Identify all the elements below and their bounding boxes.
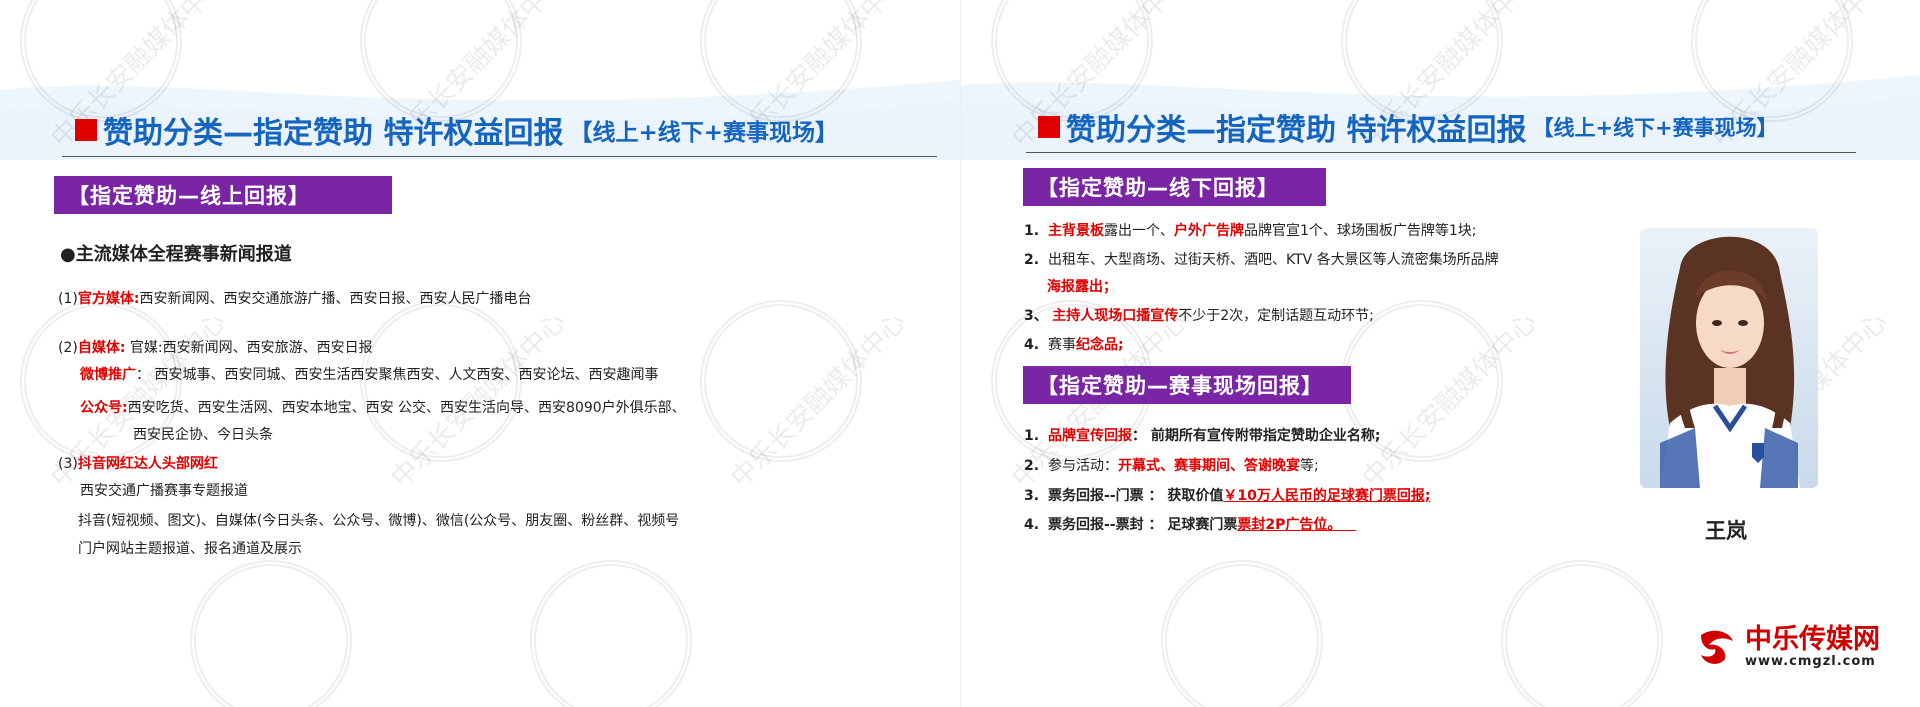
title-main: 赞助分类—指定赞助 特许权益回报 xyxy=(1066,113,1527,148)
line-wechat-accounts-2: 西安民企协、今日头条 xyxy=(133,427,273,443)
page-title: 赞助分类—指定赞助 特许权益回报 【线上+线下+赛事现场】 xyxy=(75,108,838,152)
title-main: 赞助分类—指定赞助 特许权益回报 xyxy=(103,116,564,151)
title-sub: 【线上+线下+赛事现场】 xyxy=(569,120,838,146)
line-douyin-3: 门户网站主题报道、报名通道及展示 xyxy=(78,541,302,557)
page-title: 赞助分类—指定赞助 特许权益回报 【线上+线下+赛事现场】 xyxy=(1038,105,1778,149)
logo-mark-icon xyxy=(1701,630,1733,664)
portrait-image xyxy=(1640,228,1818,488)
portrait-caption: 王岚 xyxy=(1705,519,1747,543)
logo-name: 中乐传媒网 xyxy=(1745,623,1880,655)
line-weibo: 微博推广： 西安城事、西安同城、西安生活西安聚焦西安、人文西安、西安论坛、西安趣… xyxy=(80,367,659,383)
onsite-item-4: 4. 票务回报--票封 ： 足球赛门票票封2P广告位。 xyxy=(1024,517,1342,533)
offline-item-2: 2. 出租车、大型商场、过街天桥、酒吧、KTV 各大景区等人流密集场所品牌 xyxy=(1024,252,1499,268)
logo-url: www.cmgzl.com xyxy=(1745,653,1876,669)
onsite-item-3: 3. 票务回报--门票 ： 获取价值￥10万人民币的足球赛门票回报; xyxy=(1024,488,1431,504)
brand-logo: 中乐传媒网 www.cmgzl.com xyxy=(1695,625,1880,669)
line-official-media: (1)官方媒体:西安新闻网、西安交通旅游广播、西安日报、西安人民广播电台 xyxy=(58,291,532,307)
onsite-item-2: 2. 参与活动：开幕式、赛事期间、答谢晚宴等; xyxy=(1024,458,1319,474)
line-douyin: (3)抖音网红达人头部网红 xyxy=(58,456,218,472)
section-offline: 【指定赞助—线下回报】 xyxy=(1023,168,1326,206)
offline-item-1: 1. 主背景板露出一个、户外广告牌品牌官宣1个、球场围板广告牌等1块; xyxy=(1024,223,1477,239)
title-divider xyxy=(1026,152,1856,153)
red-square-icon xyxy=(75,119,97,141)
line-douyin-1: 西安交通广播赛事专题报道 xyxy=(80,483,248,499)
line-wechat-accounts: 公众号:西安吃货、西安生活网、西安本地宝、西安 公交、西安生活向导、西安8090… xyxy=(80,400,686,416)
title-sub: 【线上+线下+赛事现场】 xyxy=(1532,116,1778,140)
red-square-icon xyxy=(1038,116,1060,138)
section-online: 【指定赞助—线上回报】 xyxy=(54,176,392,214)
offline-item-4: 4. 赛事纪念品; xyxy=(1024,337,1124,353)
title-divider xyxy=(62,156,937,157)
section-onsite: 【指定赞助—赛事现场回报】 xyxy=(1023,366,1351,404)
offline-item-2-cont: 海报露出； xyxy=(1047,279,1117,295)
heading-media: ●主流媒体全程赛事新闻报道 xyxy=(60,244,292,265)
line-self-media: (2)自媒体: 官媒:西安新闻网、西安旅游、西安日报 xyxy=(58,340,373,356)
line-douyin-2: 抖音(短视频、图文)、自媒体(今日头条、公众号、微博)、微信(公众号、朋友圈、粉… xyxy=(78,513,680,529)
slide-online: 中乐长安融媒体中心 中乐长安融媒体中心 中乐长安融媒体中心 中乐长安融媒体中心 … xyxy=(0,0,960,707)
wave-decoration xyxy=(0,80,960,160)
offline-item-3: 3、 主持人现场口播宣传不少于2次，定制话题互动环节; xyxy=(1024,308,1374,324)
onsite-item-1: 1. 品牌宣传回报： 前期所有宣传附带指定赞助企业名称; xyxy=(1024,428,1381,444)
wave-decoration xyxy=(961,75,1920,160)
